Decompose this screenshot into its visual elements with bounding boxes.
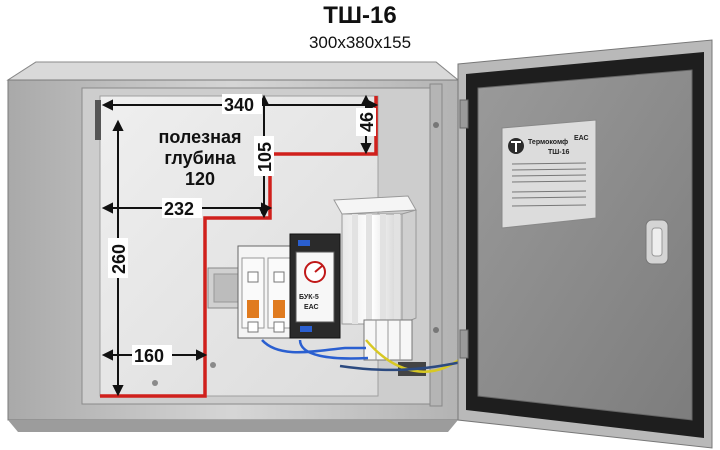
dimension-260: 260 bbox=[109, 244, 129, 274]
brand-logo bbox=[508, 138, 524, 154]
dimension-105: 105 bbox=[255, 142, 275, 172]
heater-radiator bbox=[333, 195, 417, 325]
dimension-46: 46 bbox=[357, 112, 377, 132]
circuit-breaker bbox=[237, 245, 295, 339]
usable-depth-value: 120 bbox=[185, 169, 215, 189]
usable-depth-line1: полезная bbox=[159, 127, 242, 147]
nameplate-model: ТШ-16 bbox=[548, 149, 570, 156]
nameplate-ce-badge: ЕАС bbox=[574, 135, 589, 142]
usable-area-outline bbox=[100, 96, 378, 398]
relay-ce-badge: ЕАС bbox=[304, 304, 319, 311]
control-relay: БУК-5 ЕАС bbox=[289, 233, 341, 339]
dimension-340: 340 bbox=[224, 95, 254, 115]
dimension-160: 160 bbox=[134, 346, 164, 366]
relay-model-label: БУК-5 bbox=[299, 294, 319, 301]
dimension-232: 232 bbox=[164, 199, 194, 219]
door-nameplate: Термокомф ТШ-16 ЕАС bbox=[501, 119, 597, 229]
usable-depth-label: полезная глубина 120 bbox=[159, 127, 242, 189]
cabinet-door bbox=[457, 39, 713, 449]
product-dimensions: 300x380x155 bbox=[308, 33, 412, 52]
product-title: ТШ-16 bbox=[323, 2, 397, 29]
nameplate-fine-print bbox=[511, 162, 587, 207]
nameplate-brand: Термокомф bbox=[528, 139, 568, 146]
usable-depth-line2: глубина bbox=[164, 148, 236, 168]
